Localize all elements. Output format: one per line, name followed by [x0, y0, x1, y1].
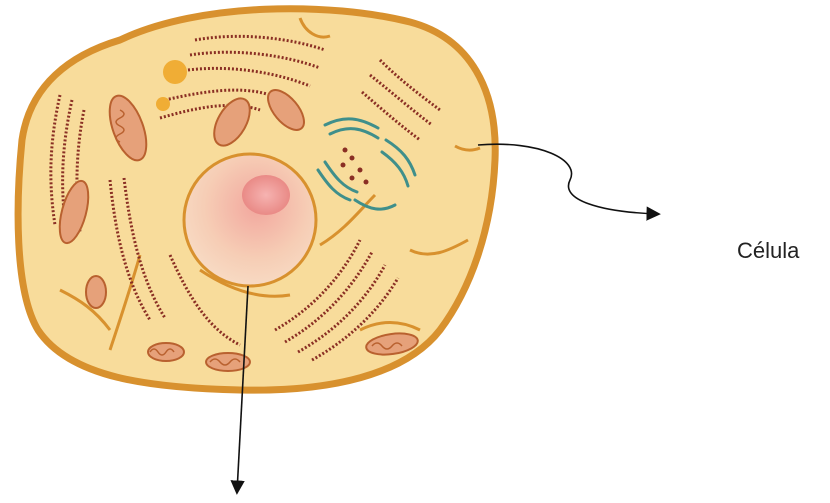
cell-pointer-arrow — [478, 144, 658, 214]
nucleolus — [242, 175, 290, 215]
cell-label: Célula — [737, 238, 799, 264]
nucleus — [184, 154, 316, 286]
vesicle — [156, 97, 170, 111]
vesicle — [163, 60, 187, 84]
mitochondrion — [86, 276, 106, 308]
